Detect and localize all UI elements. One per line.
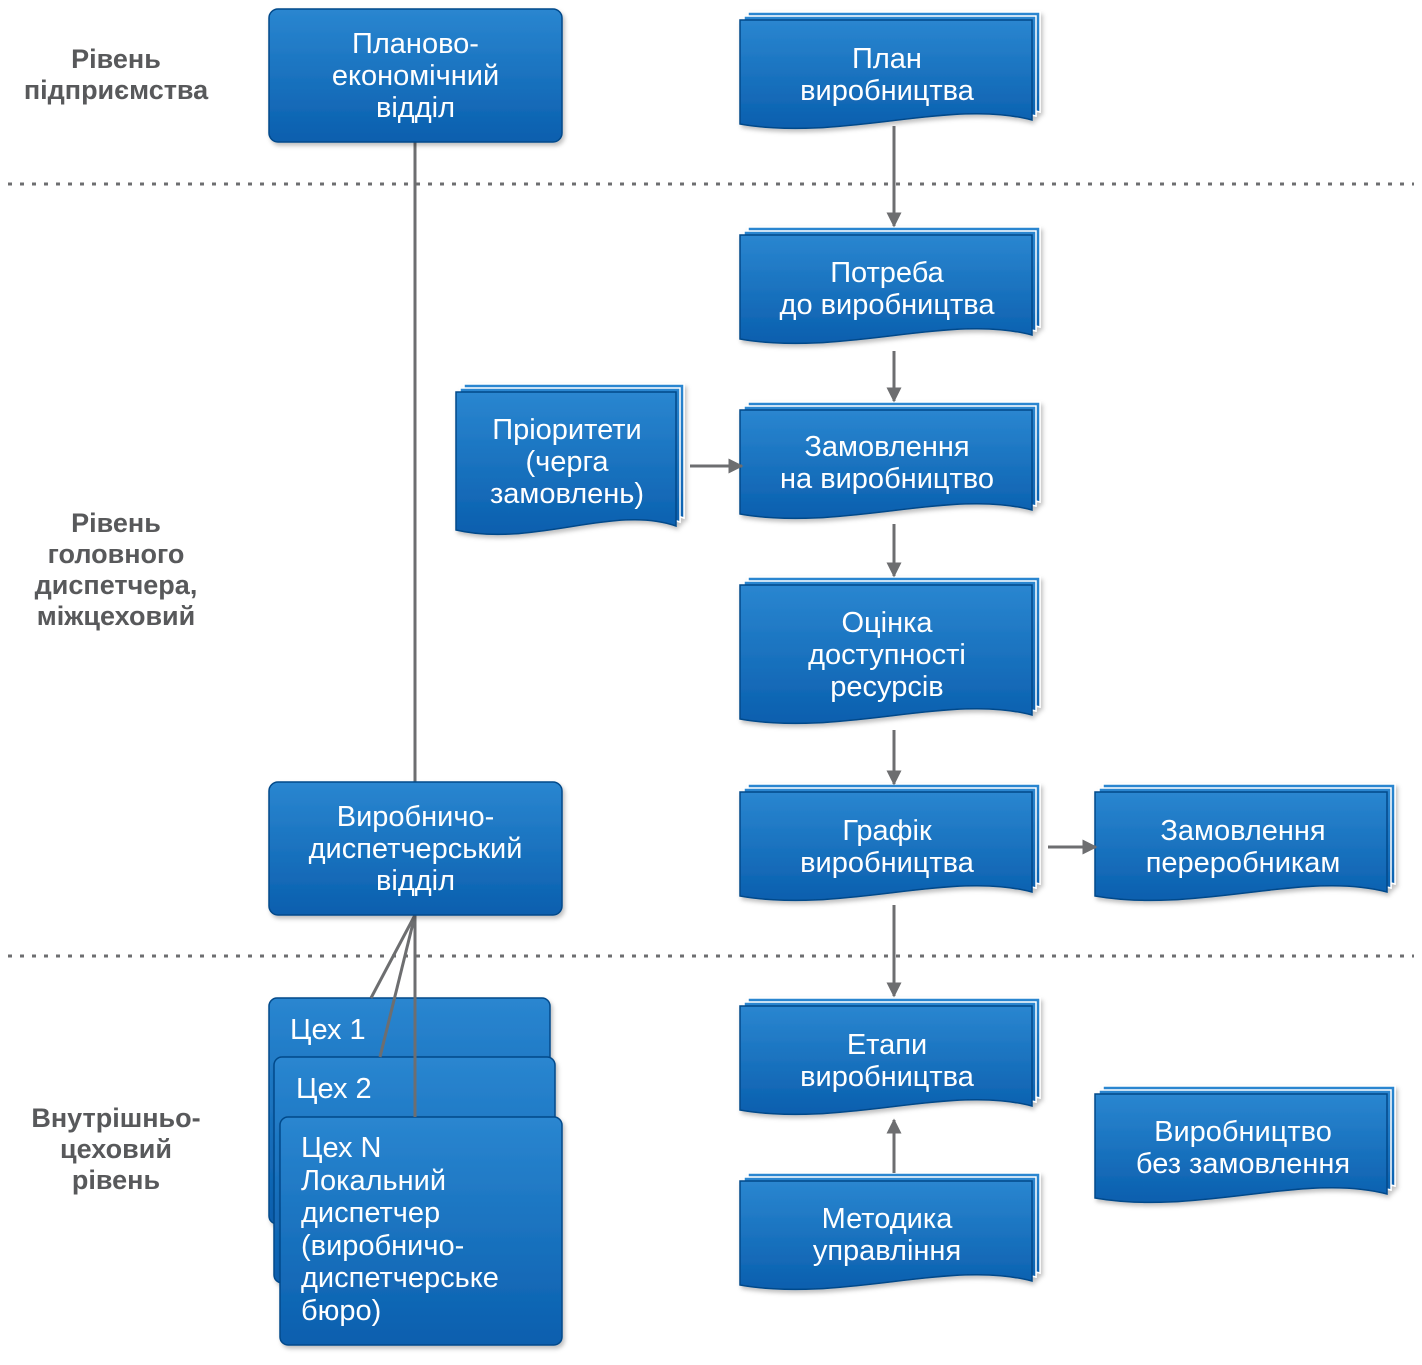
production-plan-doc-sheet-3: [739, 19, 1033, 130]
level-label-intra-shop: Внутрішньо- цеховий рівень: [31, 1103, 201, 1195]
processor-orders-label: Замовлення переробникам: [1145, 815, 1341, 879]
resource-assessment-doc-sheet-3: [739, 584, 1033, 725]
production-schedule-label: Графік виробництва: [800, 815, 974, 879]
level-label-chief-dispatcher: Рівень головного диспетчера, міжцеховий: [34, 508, 198, 631]
production-stages-label: Етапи виробництва: [800, 1029, 974, 1093]
production-without-order-label: Виробництво без замовлення: [1135, 1116, 1351, 1180]
processor-orders-doc: [1094, 783, 1396, 902]
production-without-order-doc: [1094, 1085, 1396, 1204]
processor-orders-doc-sheet-3: [1094, 791, 1388, 902]
planning-economic-label: Планово- економічний відділ: [331, 27, 500, 124]
production-order-doc: [739, 401, 1041, 520]
connector-dispatch-to-shop-1: [369, 914, 417, 999]
management-method-label: Методика управління: [812, 1203, 962, 1267]
production-dispatch-box: [268, 781, 563, 916]
shop-2-label: Цех 2: [296, 1073, 372, 1105]
priorities-label: Пріоритети (черга замовлень): [489, 414, 645, 510]
resource-assessment-doc: [739, 576, 1041, 725]
shop-1-label: Цех 1: [290, 1014, 366, 1046]
connector-dispatch-to-shop-2: [378, 914, 417, 1058]
production-dispatch-label: Виробничо- диспетчерський відділ: [308, 800, 523, 897]
production-without-order-doc-sheet-3: [1094, 1093, 1388, 1204]
level-label-enterprise: Рівень підприємства: [23, 44, 209, 105]
resource-assessment-label: Оцінка доступності ресурсів: [808, 607, 966, 703]
shop-n-card: [279, 1116, 563, 1346]
production-need-doc-sheet-3: [739, 234, 1033, 345]
production-need-doc: [739, 226, 1041, 345]
production-plan-doc: [739, 11, 1041, 130]
planning-economic-box: [268, 8, 563, 143]
shop-n-label: Цех N Локальний диспетчер (виробничо- ди…: [301, 1132, 499, 1327]
production-stages-doc: [739, 997, 1041, 1116]
production-stages-doc-sheet-3: [739, 1005, 1033, 1116]
production-order-label: Замовлення на виробництво: [780, 431, 994, 495]
production-need-label: Потреба до виробництва: [779, 257, 995, 321]
production-schedule-doc-sheet-3: [739, 791, 1033, 902]
management-method-doc: [739, 1172, 1041, 1291]
production-schedule-doc: [739, 783, 1041, 902]
priorities-doc: [455, 383, 685, 536]
priorities-doc-sheet-3: [455, 391, 677, 536]
production-plan-label: План виробництва: [800, 43, 974, 107]
management-method-doc-sheet-3: [739, 1180, 1033, 1291]
production-order-doc-sheet-3: [739, 409, 1033, 520]
